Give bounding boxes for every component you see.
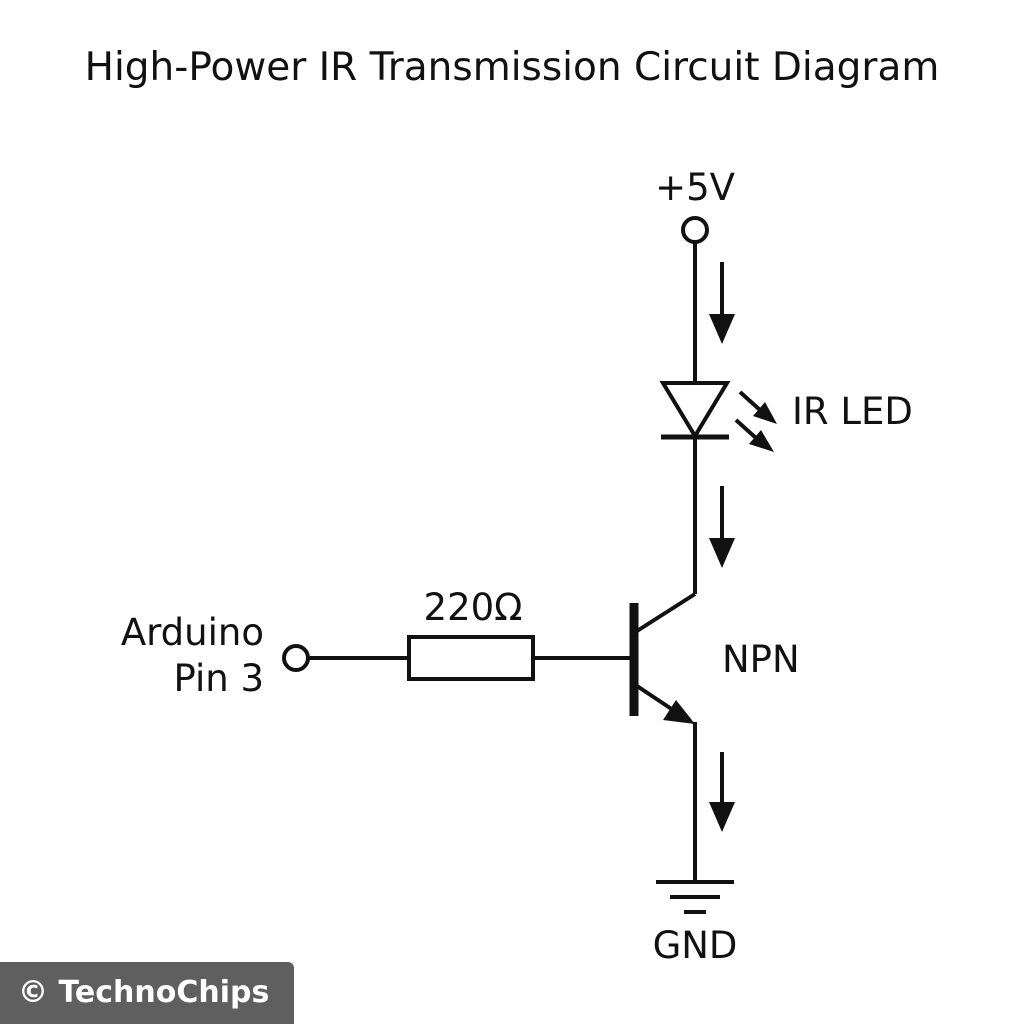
resistor-value-label: 220Ω [423, 586, 523, 629]
current-arrow-collector [709, 486, 735, 568]
input-label-line1: Arduino [120, 611, 264, 654]
watermark: © TechnoChips [0, 962, 294, 1024]
ground-label: GND [652, 924, 738, 967]
emitter-lead [635, 684, 678, 714]
ground-symbol [656, 880, 734, 914]
ir-emission-arrows [734, 390, 777, 452]
current-arrow-emitter [709, 752, 735, 832]
vcc-label: +5V [655, 166, 735, 209]
diagram-title: High-Power IR Transmission Circuit Diagr… [84, 45, 940, 90]
input-label: Arduino Pin 3 [60, 610, 264, 702]
emitter-arrow [663, 700, 695, 724]
resistor-symbol [407, 635, 535, 681]
input-label-line2: Pin 3 [173, 657, 264, 700]
npn-label: NPN [722, 638, 800, 681]
npn-transistor-symbol [629, 592, 697, 724]
ir-led-symbol [659, 381, 731, 440]
ir-led-label: IR LED [792, 390, 913, 433]
collector-lead [635, 592, 697, 633]
current-arrow-supply [709, 262, 735, 344]
input-terminal [282, 644, 310, 672]
vcc-terminal [681, 216, 709, 244]
